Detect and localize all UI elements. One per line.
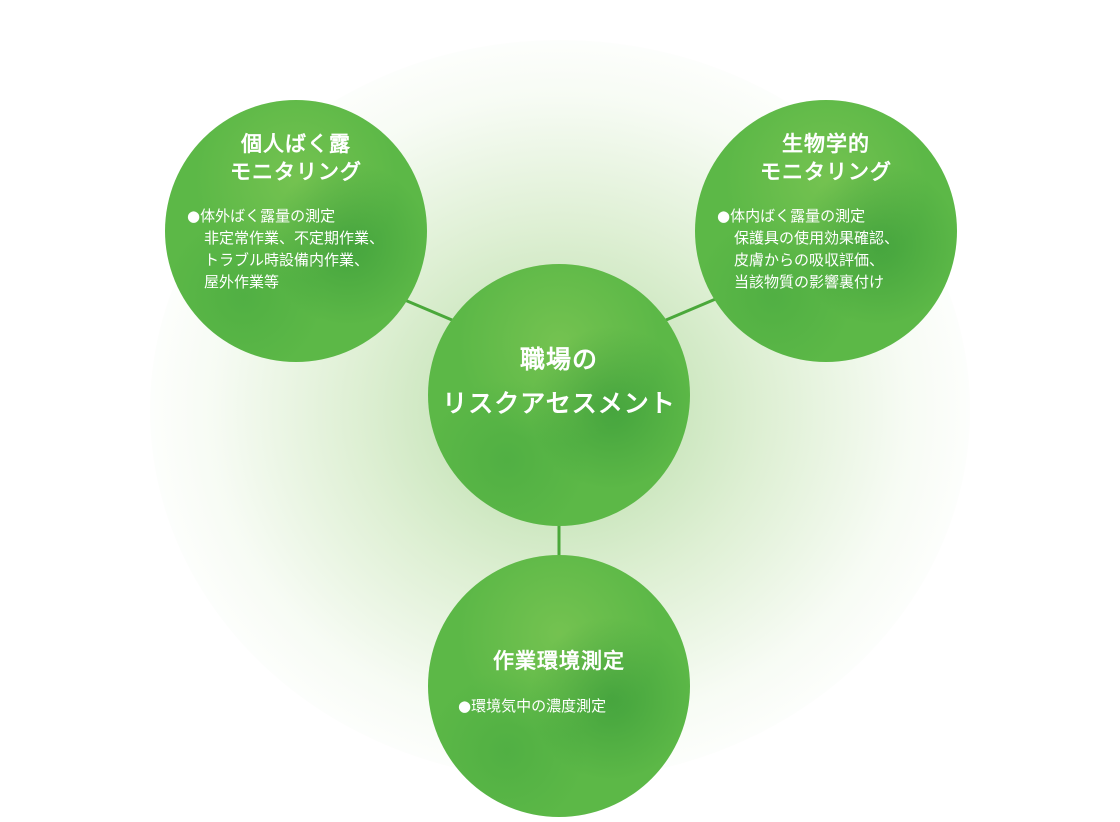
node-biological-monitoring: 生物学的 モニタリング ●体内ばく露量の測定 保護具の使用効果確認、 皮膚からの…	[695, 100, 957, 362]
node-title-line: 職場の	[519, 345, 598, 374]
node-personal-exposure-monitoring: 個人ばく露 モニタリング ●体外ばく露量の測定 非定常作業、不定期作業、 トラブ…	[165, 100, 427, 362]
node-title-line: モニタリング	[760, 160, 892, 184]
node-title: 個人ばく露 モニタリング	[165, 130, 427, 186]
desc-line: 屋外作業等	[204, 273, 280, 291]
desc-line: 保護具の使用効果確認、	[734, 229, 900, 247]
node-title-line: リスクアセスメント	[442, 389, 676, 418]
node-description: ●体内ばく露量の測定 保護具の使用効果確認、 皮膚からの吸収評価、 当該物質の影…	[717, 205, 899, 293]
desc-line: ●体外ばく露量の測定	[187, 207, 336, 225]
connector-right	[665, 296, 719, 322]
node-title-line: 作業環境測定	[493, 649, 625, 673]
node-title-line: 個人ばく露	[241, 132, 351, 156]
desc-line: 非定常作業、不定期作業、	[204, 229, 385, 247]
node-work-environment-measurement: 作業環境測定 ●環境気中の濃度測定	[428, 555, 690, 817]
desc-line: トラブル時設備内作業、	[204, 251, 370, 269]
node-workplace-risk-assessment: 職場の リスクアセスメント	[428, 264, 690, 526]
connector-left	[399, 296, 453, 322]
node-title-line: 生物学的	[782, 132, 870, 156]
node-title-line: モニタリング	[230, 160, 362, 184]
node-title: 生物学的 モニタリング	[695, 130, 957, 186]
desc-line: 当該物質の影響裏付け	[734, 273, 885, 291]
node-title: 作業環境測定	[428, 647, 690, 675]
node-title: 職場の リスクアセスメント	[428, 338, 690, 426]
desc-line: ●環境気中の濃度測定	[458, 697, 607, 715]
desc-line: ●体内ばく露量の測定	[717, 207, 866, 225]
node-description: ●環境気中の濃度測定	[458, 695, 606, 717]
node-description: ●体外ばく露量の測定 非定常作業、不定期作業、 トラブル時設備内作業、 屋外作業…	[187, 205, 384, 293]
desc-line: 皮膚からの吸収評価、	[734, 251, 885, 269]
